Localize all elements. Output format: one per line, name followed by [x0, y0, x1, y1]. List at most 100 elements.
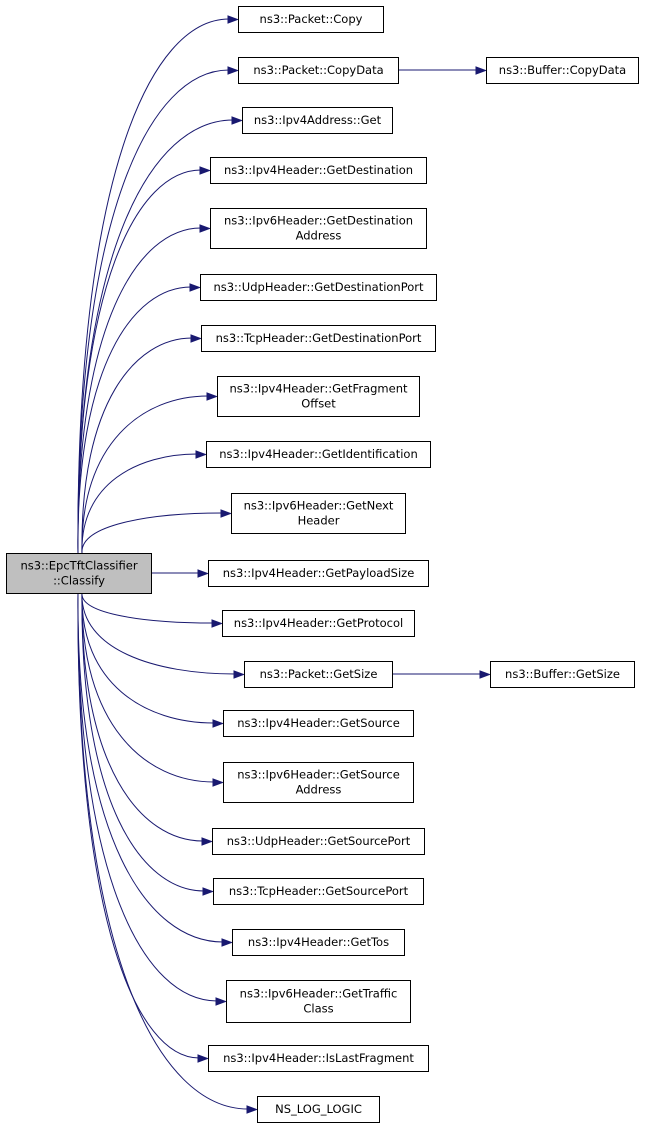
node-box [208, 560, 429, 587]
edge-arrowhead [195, 450, 207, 459]
node-box [231, 493, 406, 534]
node-label: ns3::Packet::CopyData [253, 63, 383, 77]
node-ipv4header-getdestination[interactable]: ns3::Ipv4Header::GetDestination [210, 157, 427, 184]
edge-root-to-ipv4header-getfragmentoffset [81, 395, 209, 554]
edge-root-to-packet-copydata [77, 69, 230, 554]
edge-root-to-udpheader-getdestinationport [77, 286, 192, 554]
node-box [222, 610, 415, 637]
node-packet-getsize[interactable]: ns3::Packet::GetSize [244, 661, 393, 688]
node-label: ns3::Ipv4Header::GetFragment [229, 382, 407, 396]
edge-arrowhead [212, 778, 224, 787]
node-box [223, 762, 414, 803]
edge-root-to-tcpheader-getsourceport [81, 592, 205, 892]
edges-layer [77, 15, 491, 1114]
node-ipv4address-get[interactable]: ns3::Ipv4Address::Get [242, 107, 393, 134]
node-label: Class [303, 1002, 333, 1016]
node-box [210, 157, 427, 184]
edge-root-to-tcpheader-getdestinationport [81, 337, 193, 554]
nodes-layer: ns3::EpcTftClassifier::Classifyns3::Pack… [6, 6, 639, 1123]
node-label: Header [298, 514, 340, 528]
node-box [244, 661, 393, 688]
node-tcpheader-getsourceport[interactable]: ns3::TcpHeader::GetSourcePort [213, 878, 424, 905]
node-ipv4header-getidentification[interactable]: ns3::Ipv4Header::GetIdentification [206, 441, 431, 468]
edge-arrowhead [220, 509, 232, 518]
node-label: ns3::UdpHeader::GetDestinationPort [213, 280, 424, 294]
edge-arrowhead [211, 619, 223, 628]
edge-arrowhead [479, 670, 491, 679]
edge-root-to-packet-copy [77, 18, 230, 554]
node-ipv4header-getsource[interactable]: ns3::Ipv4Header::GetSource [223, 710, 414, 737]
node-box [213, 878, 424, 905]
node-label: ns3::Ipv4Header::GetDestination [224, 163, 413, 177]
node-label: ns3::TcpHeader::GetSourcePort [229, 884, 409, 898]
edge-arrowhead [206, 392, 218, 401]
node-ipv4header-getprotocol[interactable]: ns3::Ipv4Header::GetProtocol [222, 610, 415, 637]
node-box [206, 441, 431, 468]
node-label: ns3::TcpHeader::GetDestinationPort [216, 331, 422, 345]
node-label: ns3::Ipv6Header::GetNext [244, 499, 394, 513]
node-label: ::Classify [53, 574, 105, 588]
node-packet-copy[interactable]: ns3::Packet::Copy [238, 6, 384, 33]
node-ipv4header-gettos[interactable]: ns3::Ipv4Header::GetTos [232, 929, 405, 956]
node-box [490, 661, 635, 688]
node-label: ns3::Ipv4Header::IsLastFragment [223, 1051, 414, 1065]
node-box [226, 980, 411, 1023]
node-box [232, 929, 405, 956]
node-label: Offset [301, 397, 336, 411]
edge-arrowhead [221, 938, 233, 947]
edge-arrowhead [189, 283, 201, 292]
node-label: Address [296, 229, 342, 243]
node-label: ns3::Packet::GetSize [260, 667, 378, 681]
node-ipv4header-islastfragment[interactable]: ns3::Ipv4Header::IsLastFragment [208, 1045, 429, 1072]
node-label: ns3::Buffer::GetSize [505, 667, 620, 681]
node-box [257, 1096, 380, 1123]
node-box [212, 828, 425, 855]
node-label: ns3::Buffer::CopyData [499, 63, 626, 77]
root-node[interactable]: ns3::EpcTftClassifier::Classify [6, 553, 152, 594]
node-label: ns3::Ipv4Header::GetIdentification [219, 447, 417, 461]
edge-root-to-ipv6header-getdestinationaddress [77, 227, 202, 554]
edge-arrowhead [215, 997, 227, 1006]
edge-arrowhead [199, 166, 211, 175]
edge-root-to-udpheader-getsourceport [81, 592, 204, 842]
node-box [6, 553, 152, 594]
edge-arrowhead [197, 569, 209, 578]
node-ipv4header-getpayloadsize[interactable]: ns3::Ipv4Header::GetPayloadSize [208, 560, 429, 587]
node-udpheader-getsourceport[interactable]: ns3::UdpHeader::GetSourcePort [212, 828, 425, 855]
edge-root-to-ipv4header-gettos [77, 592, 224, 943]
edge-arrowhead [227, 15, 239, 24]
node-label: NS_LOG_LOGIC [275, 1102, 362, 1116]
node-buffer-copydata[interactable]: ns3::Buffer::CopyData [486, 57, 639, 84]
edge-arrowhead [199, 224, 211, 233]
node-buffer-getsize[interactable]: ns3::Buffer::GetSize [490, 661, 635, 688]
node-label: ns3::Ipv6Header::GetDestination [224, 214, 413, 228]
node-box [486, 57, 639, 84]
edge-root-to-ipv4header-islastfragment [77, 592, 200, 1059]
edge-root-to-ipv6header-gettrafficclass [77, 592, 218, 1002]
node-label: ns3::Packet::Copy [260, 12, 363, 26]
node-label: ns3::Ipv4Header::GetTos [248, 935, 389, 949]
edge-arrowhead [202, 887, 214, 896]
node-label: ns3::Ipv6Header::GetSource [237, 768, 400, 782]
node-label: ns3::UdpHeader::GetSourcePort [227, 834, 411, 848]
node-ns-log-logic[interactable]: NS_LOG_LOGIC [257, 1096, 380, 1123]
node-label: ns3::Ipv4Header::GetPayloadSize [223, 566, 415, 580]
node-packet-copydata[interactable]: ns3::Packet::CopyData [238, 57, 399, 84]
node-tcpheader-getdestinationport[interactable]: ns3::TcpHeader::GetDestinationPort [201, 325, 436, 352]
edge-root-to-ipv4header-getdestination [77, 169, 202, 554]
node-label: ns3::Ipv4Header::GetSource [237, 716, 400, 730]
node-box [223, 710, 414, 737]
edge-root-to-ipv6header-getnextheader [81, 512, 223, 554]
edge-root-to-ns-log-logic [77, 592, 249, 1110]
node-label: ns3::EpcTftClassifier [20, 559, 137, 573]
edge-root-to-ipv6header-getsourceaddress [81, 592, 215, 783]
node-box [210, 208, 427, 249]
edge-arrowhead [233, 670, 245, 679]
node-udpheader-getdestinationport[interactable]: ns3::UdpHeader::GetDestinationPort [200, 274, 437, 301]
